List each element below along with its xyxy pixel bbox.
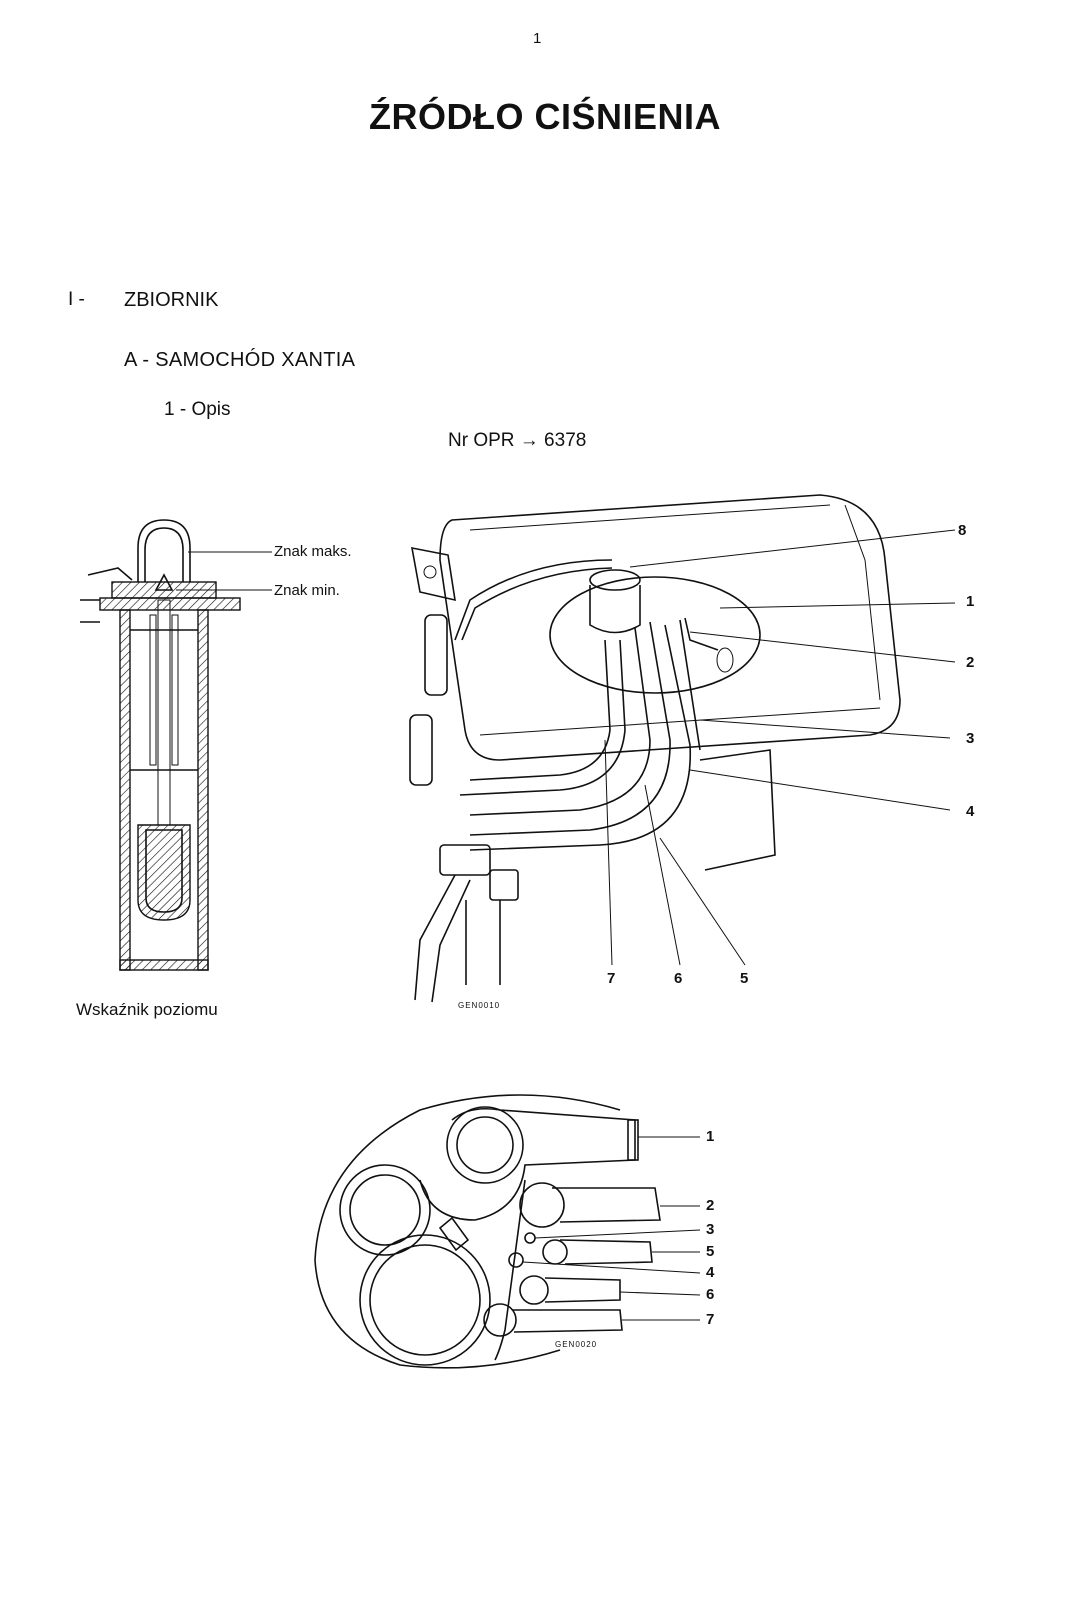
tank-callout-3: 3 — [966, 730, 975, 747]
section-title: ZBIORNIK — [124, 289, 219, 311]
opr-reference: Nr OPR → 6378 — [448, 430, 587, 451]
plate-callout-3: 3 — [706, 1221, 715, 1238]
tank-callout-4: 4 — [966, 803, 975, 820]
plate-figure-code: GEN0020 — [555, 1340, 598, 1349]
section-number: I - — [68, 289, 85, 310]
tank-callout-1: 1 — [966, 593, 975, 610]
plate-callout-4: 4 — [706, 1264, 715, 1281]
tank-callout-6: 6 — [674, 970, 683, 987]
page-title: ŹRÓDŁO CIŚNIENIA — [368, 96, 721, 137]
level-indicator-caption: Wskaźnik poziomu — [76, 1000, 218, 1019]
tank-callout-8: 8 — [958, 522, 967, 539]
subsubsection-title: 1 - Opis — [164, 399, 231, 420]
subsection-title: A - SAMOCHÓD XANTIA — [124, 349, 356, 371]
tank-callout-2: 2 — [966, 654, 975, 671]
plate-callout-1: 1 — [706, 1128, 715, 1145]
tank-figure-code: GEN0010 — [458, 1001, 501, 1010]
page-number: 1 — [533, 30, 542, 47]
tank-callout-7: 7 — [607, 970, 616, 987]
plate-callout-7: 7 — [706, 1311, 715, 1328]
min-mark-label: Znak min. — [274, 582, 340, 599]
plate-callout-6: 6 — [706, 1286, 715, 1303]
tank-callout-5: 5 — [740, 970, 749, 987]
max-mark-label: Znak maks. — [274, 543, 352, 560]
plate-callout-5: 5 — [706, 1243, 715, 1260]
plate-callout-2: 2 — [706, 1197, 715, 1214]
